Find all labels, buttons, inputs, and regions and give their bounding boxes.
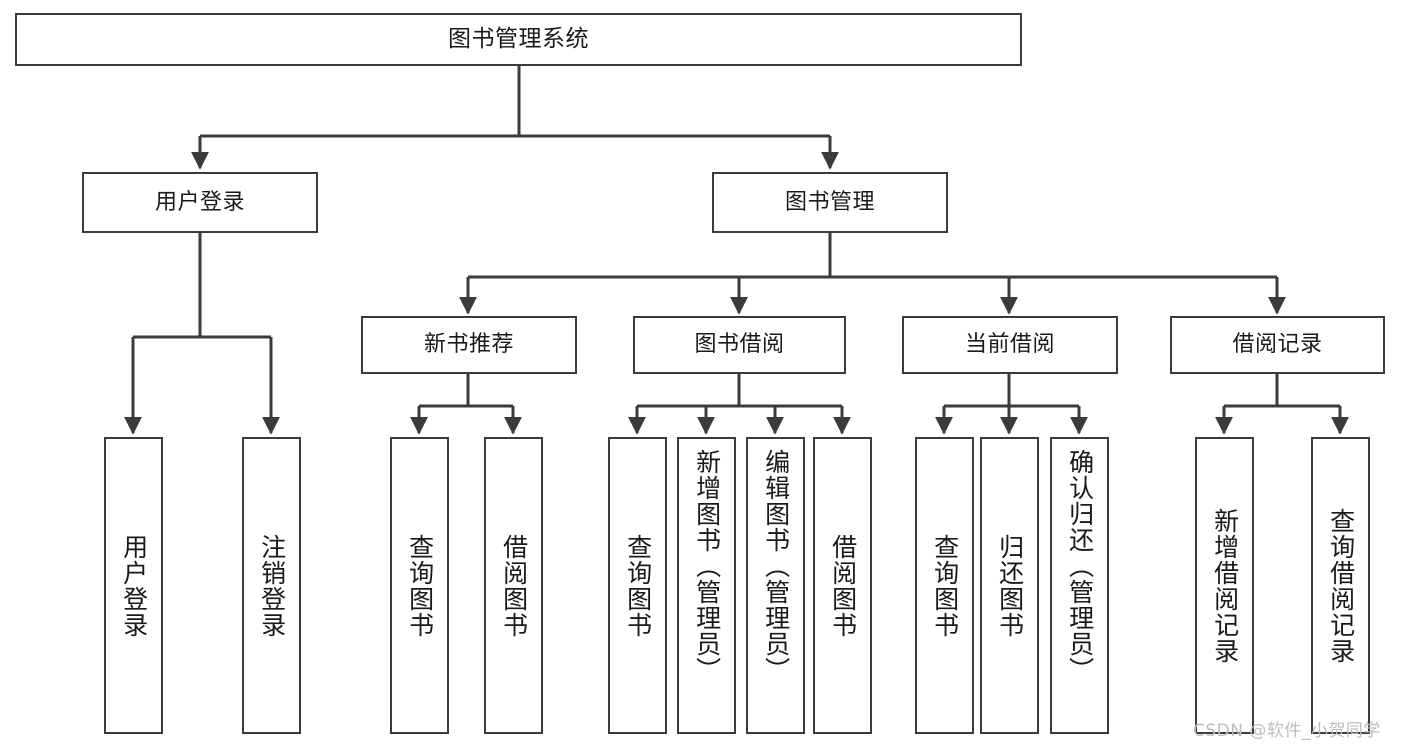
node-current-borrow-label: 当前借阅 [964, 332, 1055, 358]
node-leaf-borrow-book-1[interactable]: 借阅图书 [484, 437, 543, 734]
node-leaf-add-book[interactable]: 新增图书（管理员） [677, 437, 736, 734]
node-leaf-borrow-book-2[interactable]: 借阅图书 [813, 437, 872, 734]
node-book-borrow[interactable]: 图书借阅 [633, 316, 846, 374]
node-leaf-query-book-3-label: 查询图书 [930, 533, 960, 638]
node-leaf-confirm-return[interactable]: 确认归还（管理员） [1050, 437, 1109, 734]
node-new-book-recommend-label: 新书推荐 [423, 332, 514, 358]
node-borrow-record[interactable]: 借阅记录 [1170, 316, 1385, 374]
node-new-book-recommend[interactable]: 新书推荐 [361, 316, 577, 374]
node-leaf-user-logout-label: 注销登录 [257, 533, 287, 638]
node-leaf-query-book-2-label: 查询图书 [623, 533, 653, 638]
node-leaf-query-book-2[interactable]: 查询图书 [608, 437, 667, 734]
node-leaf-borrow-book-1-label: 借阅图书 [499, 533, 529, 638]
node-user-login[interactable]: 用户登录 [82, 172, 318, 233]
node-leaf-user-login[interactable]: 用户登录 [104, 437, 163, 734]
node-leaf-return-book-label: 归还图书 [995, 533, 1025, 638]
node-root-label: 图书管理系统 [448, 25, 589, 52]
node-user-login-label: 用户登录 [154, 189, 245, 215]
node-leaf-query-book-1[interactable]: 查询图书 [390, 437, 449, 734]
node-leaf-confirm-return-label: 确认归还（管理员） [1065, 449, 1095, 683]
node-leaf-user-login-label: 用户登录 [119, 533, 149, 638]
node-leaf-query-book-3[interactable]: 查询图书 [915, 437, 974, 734]
csdn-watermark: CSDN @软件_小贺同学 [1193, 721, 1381, 741]
node-leaf-add-book-label: 新增图书（管理员） [692, 449, 722, 683]
node-leaf-add-record-label: 新增借阅记录 [1210, 507, 1240, 664]
node-book-manage[interactable]: 图书管理 [712, 172, 948, 233]
node-leaf-user-logout[interactable]: 注销登录 [242, 437, 301, 734]
node-leaf-query-book-1-label: 查询图书 [405, 533, 435, 638]
node-leaf-return-book[interactable]: 归还图书 [980, 437, 1039, 734]
node-leaf-edit-book-label: 编辑图书（管理员） [761, 449, 791, 683]
node-book-manage-label: 图书管理 [784, 189, 875, 215]
node-leaf-borrow-book-2-label: 借阅图书 [828, 533, 858, 638]
node-borrow-record-label: 借阅记录 [1232, 332, 1323, 358]
node-current-borrow[interactable]: 当前借阅 [902, 316, 1118, 374]
node-book-borrow-label: 图书借阅 [694, 332, 785, 358]
node-leaf-add-record[interactable]: 新增借阅记录 [1195, 437, 1254, 734]
node-root[interactable]: 图书管理系统 [15, 13, 1022, 66]
node-leaf-edit-book[interactable]: 编辑图书（管理员） [746, 437, 805, 734]
node-leaf-query-record[interactable]: 查询借阅记录 [1311, 437, 1370, 734]
node-leaf-query-record-label: 查询借阅记录 [1326, 507, 1356, 664]
